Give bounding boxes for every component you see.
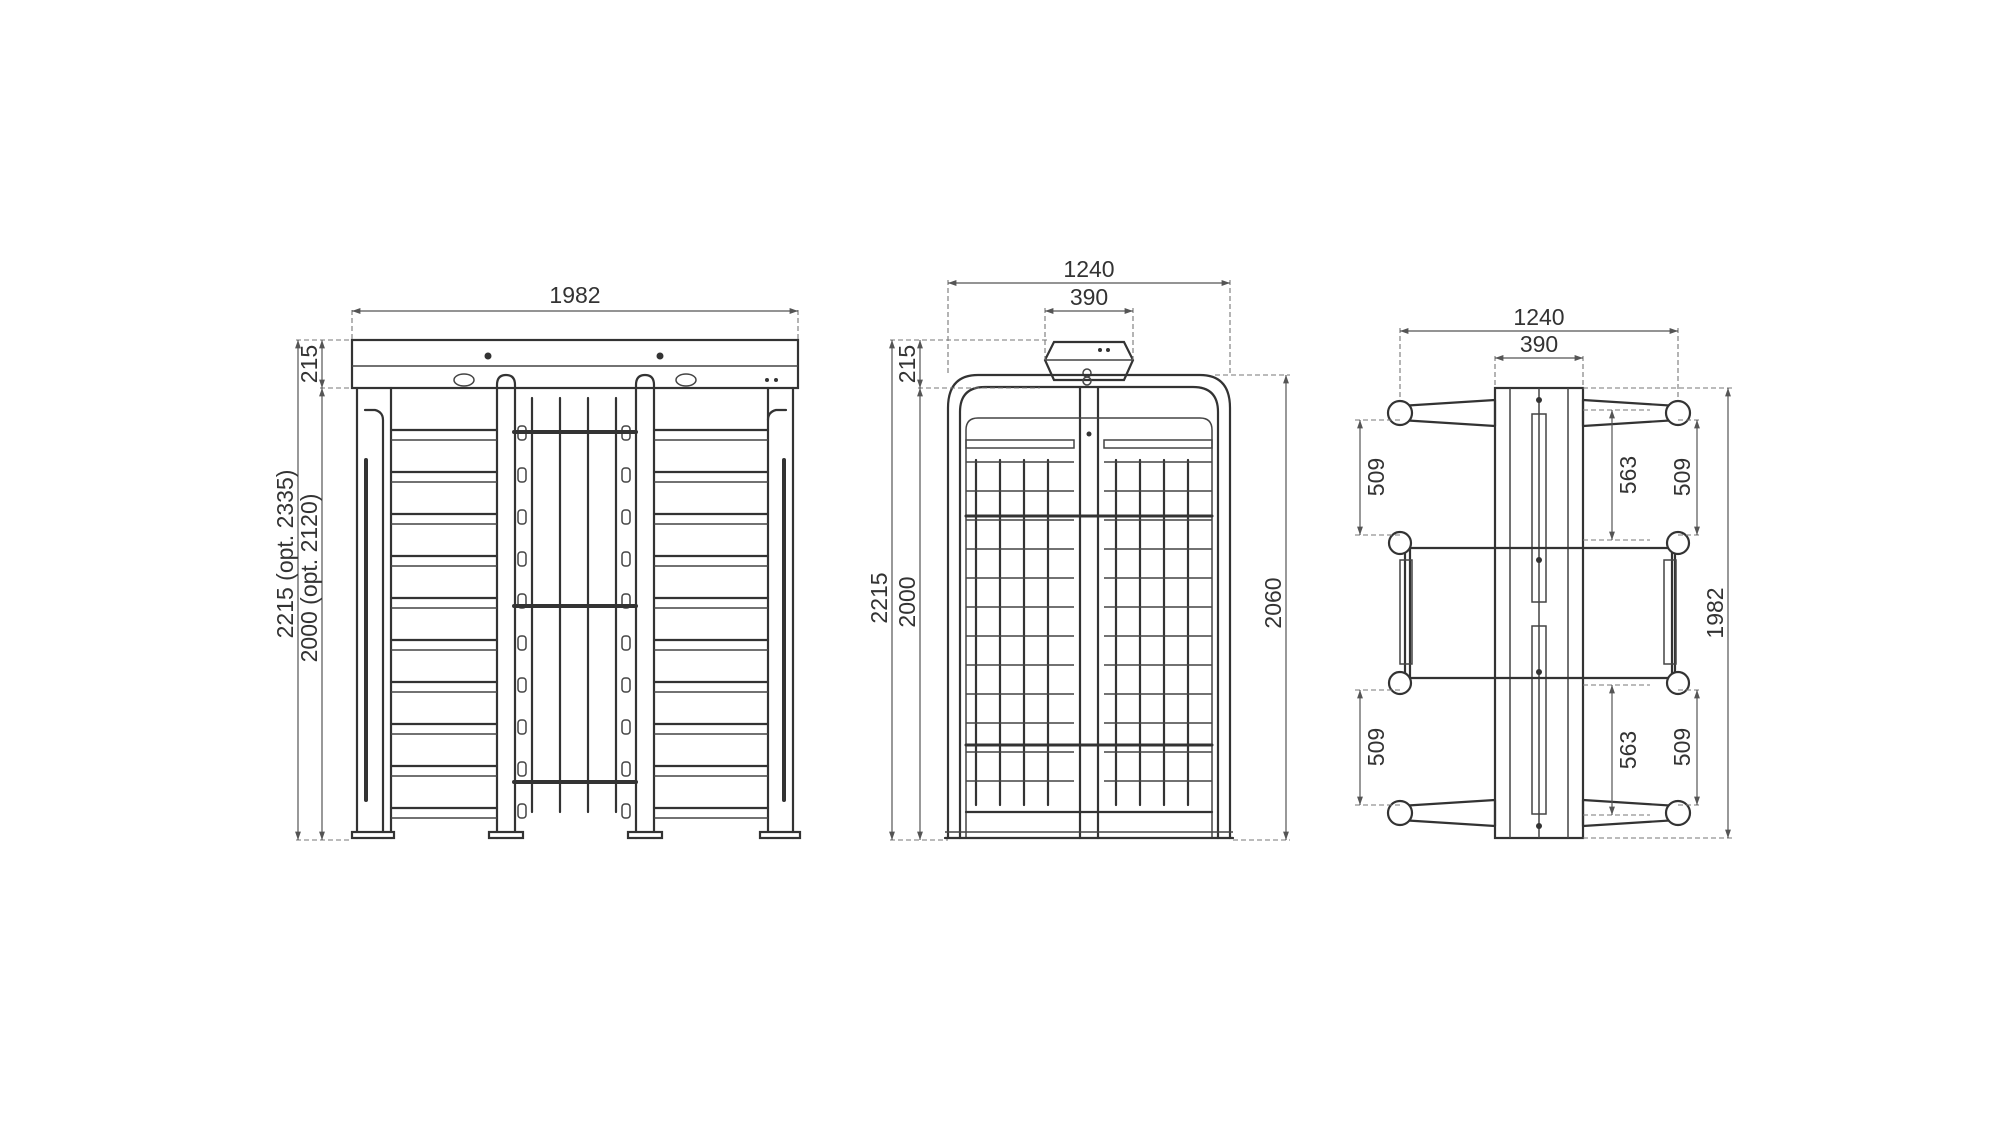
side-total-height-label: 2215	[866, 572, 892, 623]
side-frame-dimension: 2060	[1215, 374, 1290, 841]
front-rotor-arm-end	[621, 719, 631, 735]
front-width-dimension: 1982	[351, 282, 799, 340]
side-hub-width-dimension: 390	[1044, 284, 1134, 360]
top-left-lower-label: 509	[1363, 728, 1389, 766]
front-width-label: 1982	[549, 282, 600, 308]
top-right-dimensions: 509 509	[1669, 419, 1700, 806]
front-rotor-arm-end	[517, 719, 527, 735]
front-rotor-cage	[512, 396, 638, 814]
front-rotor-arm-end	[517, 509, 527, 525]
front-body-dimension: 2000 (opt. 2120)	[296, 388, 325, 840]
side-hub-head	[1043, 340, 1135, 386]
side-body-height-label: 2000	[894, 576, 920, 627]
side-arched-frame	[943, 373, 1235, 840]
top-width-label: 1240	[1513, 304, 1564, 330]
front-rotor-arm-end	[621, 509, 631, 525]
front-top-height-label: 215	[296, 345, 322, 383]
front-rotor-arm-end	[517, 677, 527, 693]
top-side-barriers	[1399, 536, 1677, 690]
front-center-posts	[487, 373, 664, 840]
side-gate-cage	[964, 439, 1214, 814]
top-hub-width-dimension: 390	[1494, 331, 1584, 388]
side-width-dimension: 1240	[947, 256, 1231, 375]
front-horizontal-arms	[389, 425, 770, 819]
front-rotor-arm-end	[517, 803, 527, 819]
front-rotor-arm-end	[621, 803, 631, 819]
top-inner-upper-label: 563	[1615, 456, 1641, 494]
top-depth-label: 1982	[1702, 587, 1728, 638]
side-width-label: 1240	[1063, 256, 1114, 282]
top-central-housing	[1493, 386, 1585, 840]
top-right-upper-label: 509	[1669, 458, 1695, 496]
top-inner-lower-label: 563	[1615, 731, 1641, 769]
top-right-lower-label: 509	[1669, 728, 1695, 766]
side-top-height-label: 215	[894, 345, 920, 383]
front-outer-posts	[350, 386, 802, 840]
top-depth-dimension: 1982	[1583, 387, 1732, 839]
front-rotor-arm-end	[621, 467, 631, 483]
side-hub-width-label: 390	[1070, 284, 1108, 310]
front-canopy	[350, 338, 800, 390]
front-top-dimension: 215	[296, 339, 352, 389]
front-rotor-arm-end	[621, 635, 631, 651]
front-rotor-arm-end	[621, 761, 631, 777]
side-body-dimension: 2000	[894, 388, 923, 840]
top-hub-width-label: 390	[1520, 331, 1558, 357]
front-total-height-label: 2215 (opt. 2335)	[272, 470, 298, 639]
front-view: 1982 215 2215 (opt. 2335) 2000 (opt. 212…	[272, 282, 802, 841]
side-top-dimension: 215	[890, 339, 1050, 389]
front-total-dimension: 2215 (opt. 2335)	[272, 339, 352, 841]
side-frame-height-label: 2060	[1260, 577, 1286, 628]
top-left-upper-label: 509	[1363, 458, 1389, 496]
front-rotor-arm-end	[517, 551, 527, 567]
front-rotor-arm-end	[517, 467, 527, 483]
front-rotor-arm-end	[517, 761, 527, 777]
top-inner-dimensions: 563 563	[1583, 409, 1650, 816]
top-left-dimensions: 509 509	[1355, 419, 1400, 806]
side-center-column	[1078, 386, 1100, 840]
top-width-dimension: 1240	[1399, 304, 1679, 400]
front-rotor-arm-end	[621, 551, 631, 567]
front-rotor-arm-end	[517, 635, 527, 651]
side-view: 1240 390 215 2215 2000 2060	[866, 256, 1290, 841]
front-body-height-label: 2000 (opt. 2120)	[296, 494, 322, 663]
side-total-dimension: 2215	[866, 340, 948, 841]
top-view: 1240 390 1982 509 509	[1355, 304, 1732, 840]
top-arms	[1386, 398, 1692, 828]
front-rotor-arm-end	[621, 677, 631, 693]
